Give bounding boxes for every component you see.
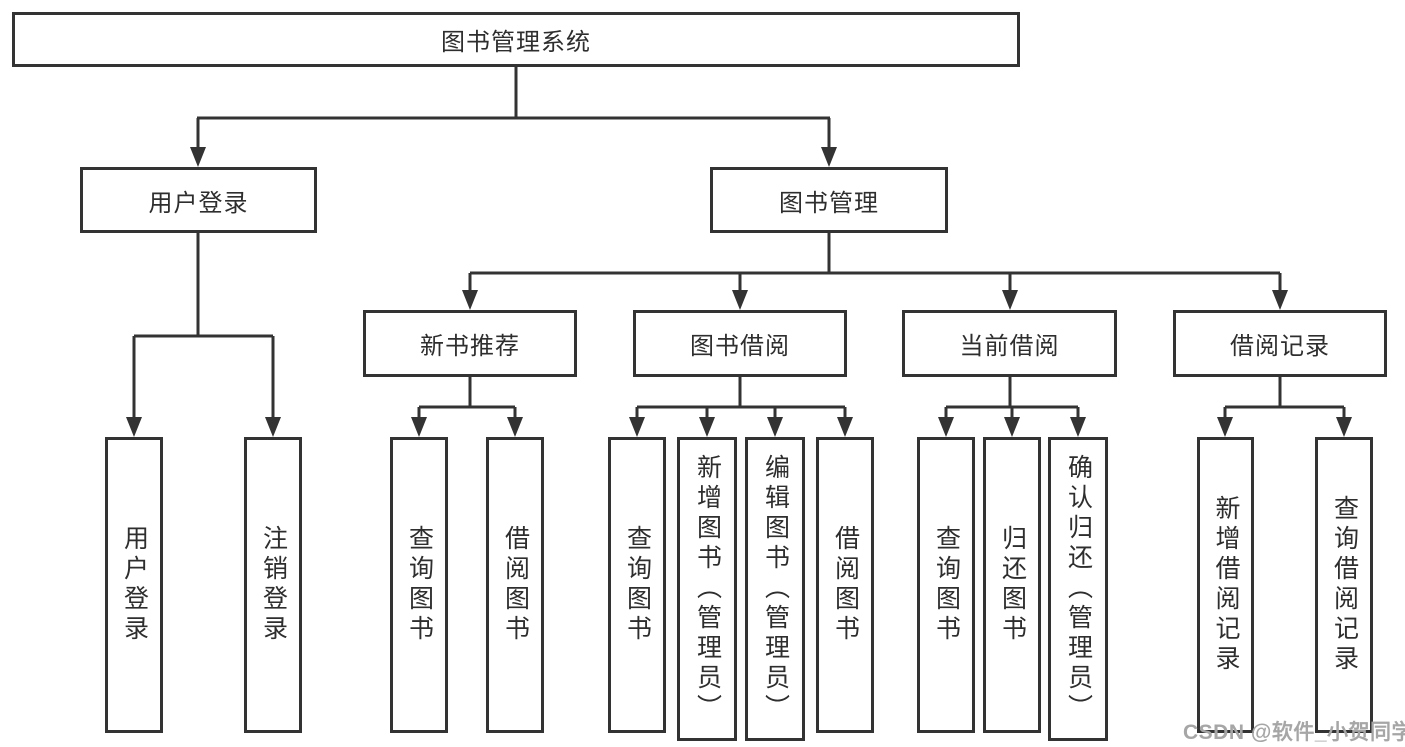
leaf-borrow-books-recommend: 借阅图书 — [486, 437, 544, 733]
node-root-system: 图书管理系统 — [12, 12, 1020, 67]
leaf-query-borrow-record: 查询借阅记录 — [1315, 437, 1373, 733]
leaf-add-book-admin: 新增图书（管理员） — [677, 437, 737, 741]
node-borrow-records: 借阅记录 — [1173, 310, 1387, 377]
leaf-logout: 注销登录 — [244, 437, 302, 733]
leaf-user-login: 用户登录 — [105, 437, 163, 733]
node-book-borrowing: 图书借阅 — [633, 310, 847, 377]
node-book-management: 图书管理 — [710, 167, 948, 233]
leaf-query-books-current: 查询图书 — [917, 437, 975, 733]
leaf-edit-book-admin: 编辑图书（管理员） — [745, 437, 805, 741]
leaf-confirm-return-admin: 确认归还（管理员） — [1048, 437, 1108, 741]
node-user-login: 用户登录 — [80, 167, 317, 233]
leaf-return-book: 归还图书 — [983, 437, 1041, 733]
leaf-borrow-books-borrowing: 借阅图书 — [816, 437, 874, 733]
leaf-query-books-borrowing: 查询图书 — [608, 437, 666, 733]
leaf-add-borrow-record: 新增借阅记录 — [1197, 437, 1254, 733]
node-new-book-recommend: 新书推荐 — [363, 310, 577, 377]
arrowheads — [126, 147, 1352, 437]
leaf-query-books-recommend: 查询图书 — [390, 437, 448, 733]
csdn-watermark: CSDN @软件_小贺同学 — [1183, 721, 1405, 744]
node-current-borrowing: 当前借阅 — [902, 310, 1117, 377]
